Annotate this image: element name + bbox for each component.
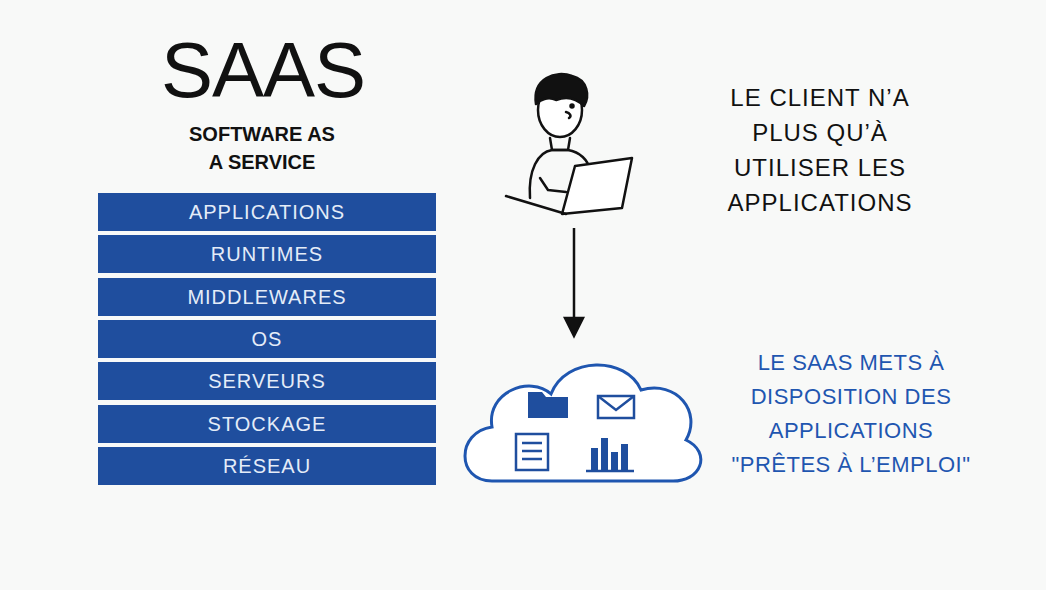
stack-layer: RÉSEAU (98, 447, 436, 485)
layer-name: STOCKAGE (208, 413, 327, 436)
layer-name: APPLICATIONS (189, 201, 345, 224)
saas-note-box: LE SAAS METS À DISPOSITION DES APPLICATI… (722, 346, 980, 482)
client-note-box: LE CLIENT N’A PLUS QU’À UTILISER LES APP… (712, 80, 928, 220)
person-with-laptop (506, 74, 632, 214)
layer-name: OS (252, 328, 283, 351)
layer-name: SERVEURS (208, 370, 326, 393)
client-note: LE CLIENT N’A PLUS QU’À UTILISER LES APP… (728, 84, 913, 216)
down-arrow (565, 228, 583, 336)
stack-layer: MIDDLEWARES (98, 278, 436, 316)
stack-layer: RUNTIMES (98, 235, 436, 273)
stack-layer: APPLICATIONS (98, 193, 436, 231)
saas-note: LE SAAS METS À DISPOSITION DES APPLICATI… (731, 350, 970, 477)
layer-name: RUNTIMES (211, 243, 323, 266)
stack-layer: STOCKAGE (98, 405, 436, 443)
cloud (465, 365, 701, 481)
title: SAAS (130, 22, 396, 118)
stack-layer: SERVEURS (98, 362, 436, 400)
stack-layer: OS (98, 320, 436, 358)
layer-name: MIDDLEWARES (187, 286, 346, 309)
subtitle: SOFTWARE AS A SERVICE (189, 123, 335, 173)
layer-name: RÉSEAU (223, 455, 311, 478)
subtitle-box: SOFTWARE AS A SERVICE (186, 120, 338, 176)
